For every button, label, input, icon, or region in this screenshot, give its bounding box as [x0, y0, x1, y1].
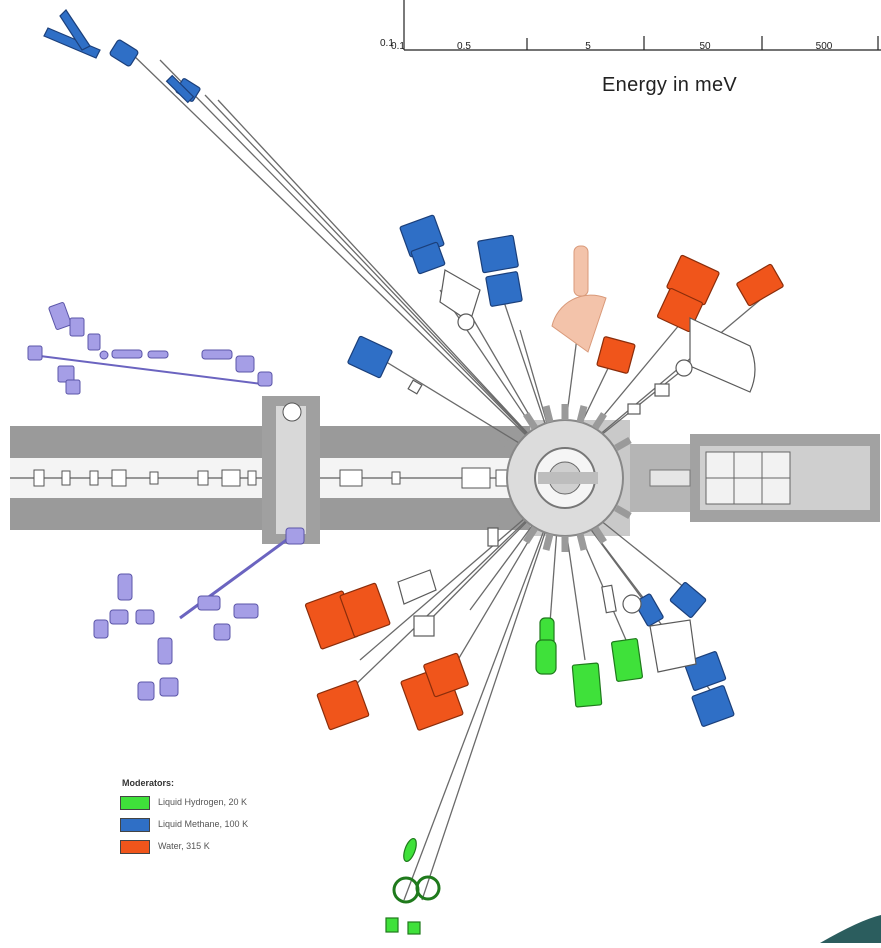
moderator-legend: Moderators: Liquid Hydrogen, 20 K Liquid…: [120, 770, 320, 865]
x-tick-label: 500: [815, 41, 833, 52]
legend-label: Water, 315 K: [158, 841, 210, 851]
legend-label: Liquid Methane, 100 K: [158, 819, 249, 829]
legend-title: Moderators:: [122, 778, 175, 788]
outline-instruments: [397, 269, 756, 673]
x-tick-label: 5: [585, 41, 591, 52]
legend-item-water: Water, 315 K: [120, 840, 320, 854]
hydrogen-instruments: [385, 617, 643, 935]
hot-cell-grid-lines: [706, 452, 790, 504]
legend-item-hydrogen: Liquid Hydrogen, 20 K: [120, 796, 320, 810]
x-tick-label: 0.5: [457, 41, 471, 52]
upstream-block-inner: [276, 406, 306, 534]
lavender-instruments-upper: [27, 302, 273, 395]
upstream-ring: [282, 402, 302, 422]
shutter-ring: [498, 404, 632, 552]
x-tick-label: 0.1: [391, 41, 405, 52]
x-axis-title: Energy in meV: [602, 74, 738, 96]
beamline-components: [33, 467, 511, 489]
planned-instrument: [551, 245, 607, 353]
legend-swatch: [120, 818, 150, 832]
target-station: [498, 404, 632, 552]
target-carriage: [649, 469, 691, 487]
legend-swatch: [120, 796, 150, 810]
lavender-instruments-lower: [93, 527, 305, 701]
corner-swoosh: [820, 915, 881, 943]
methane-instruments: [43, 9, 735, 727]
x-tick-label: 50: [699, 41, 711, 52]
legend-label: Liquid Hydrogen, 20 K: [158, 797, 248, 807]
target-hall: [10, 396, 880, 544]
legend-swatch: [120, 840, 150, 854]
y-axis-min-label: 0.1: [380, 38, 394, 49]
energy-axis: [403, 0, 881, 51]
legend-item-methane: Liquid Methane, 100 K: [120, 818, 320, 832]
